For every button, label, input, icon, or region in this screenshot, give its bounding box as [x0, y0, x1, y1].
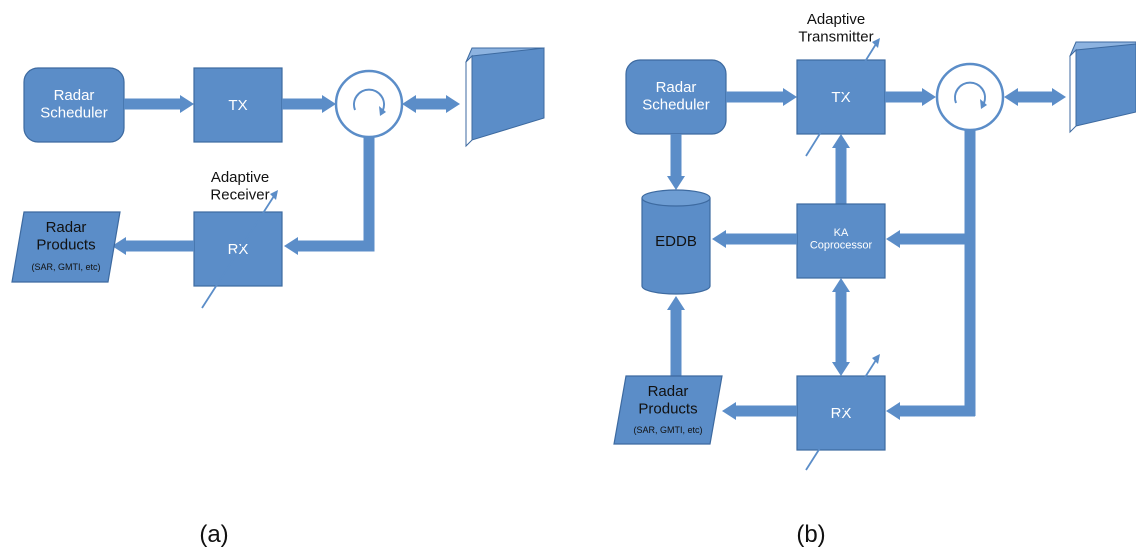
b-arrow-ka-rx: [832, 278, 850, 376]
a-arrow-rx-to-products: [112, 237, 194, 255]
a-arrow-scheduler-to-tx: [124, 95, 194, 113]
b-arrow-circulator-to-ka-and-rx: [886, 130, 976, 420]
b-arrow-circulator-antenna: [1004, 88, 1066, 106]
a-rx-block: [193, 211, 283, 287]
a-radar-products-sublabel: (SAR, GMTI, etc): [31, 262, 100, 272]
b-radar-products-sublabel: (SAR, GMTI, etc): [633, 425, 702, 435]
b-arrow-tx-to-circulator: [885, 88, 936, 106]
b-antenna-icon: [1069, 41, 1136, 134]
b-eddb-database-icon: [641, 189, 711, 295]
a-rx-label: RX: [228, 241, 249, 258]
b-tx-block: [796, 59, 886, 135]
b-tx-label: TX: [831, 89, 850, 106]
a-arrow-circulator-antenna: [402, 95, 460, 113]
b-circulator-icon: [935, 62, 1005, 132]
a-tx-block: [193, 67, 283, 143]
b-ka-coprocessor-block: [796, 203, 886, 279]
b-eddb-label: EDDB: [655, 233, 697, 250]
a-caption: (a): [199, 521, 228, 548]
b-adaptive-receiver-arrow: [805, 354, 880, 471]
b-caption: (b): [796, 521, 825, 548]
b-arrow-scheduler-to-tx: [726, 88, 797, 106]
b-radar-products-block: [613, 375, 723, 445]
b-arrow-ka-to-tx: [832, 134, 850, 204]
a-radar-products-block: [11, 211, 121, 283]
b-arrow-rx-to-products: [722, 402, 797, 420]
b-arrow-scheduler-to-eddb: [667, 134, 685, 190]
b-arrow-products-to-eddb: [667, 296, 685, 376]
a-antenna-icon: [465, 47, 545, 148]
a-tx-label: TX: [228, 97, 247, 114]
a-circulator-icon: [334, 69, 404, 139]
a-adaptive-receiver-arrow: [201, 190, 278, 309]
a-arrow-tx-to-circulator: [282, 95, 336, 113]
b-rx-block: [796, 375, 886, 451]
a-arrow-circulator-to-rx: [284, 137, 375, 255]
b-arrow-ka-to-eddb: [712, 230, 797, 248]
b-adaptive-transmitter-arrow: [805, 38, 880, 157]
